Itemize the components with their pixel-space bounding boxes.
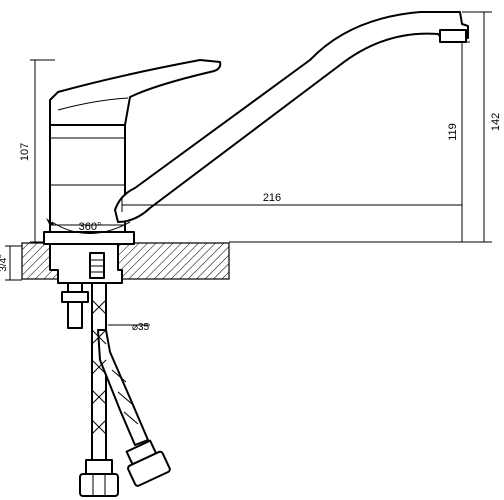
hose-nut-right — [127, 450, 171, 487]
stud — [67, 282, 83, 329]
thread-label: 3/4" — [0, 254, 9, 272]
hose-nut-left — [79, 473, 119, 497]
total-height-label: 142 — [490, 113, 502, 131]
outlet-height-label: 119 — [447, 123, 459, 141]
aerator — [439, 29, 467, 43]
diameter-label: ⌀35 — [132, 322, 150, 333]
hose-right — [97, 329, 149, 446]
reach-label: 216 — [263, 192, 281, 204]
stud-nut — [61, 291, 89, 303]
mounting-shank — [61, 252, 105, 329]
dimension-lines — [5, 11, 492, 326]
rotation-label: 360° — [79, 221, 102, 233]
dimension-labels: 216 107 119 142 360° ⌀35 3/4" — [0, 113, 502, 333]
lever-handle — [49, 59, 222, 126]
spout — [114, 11, 469, 223]
handle-shape — [49, 59, 222, 126]
faucet-body — [49, 124, 126, 233]
braided-hoses — [79, 282, 171, 497]
base-collar — [49, 243, 123, 284]
body-height-label: 107 — [19, 143, 31, 161]
body-cylinder — [49, 124, 126, 233]
spout-shape — [114, 11, 469, 223]
hose-fitting-left — [85, 459, 113, 475]
